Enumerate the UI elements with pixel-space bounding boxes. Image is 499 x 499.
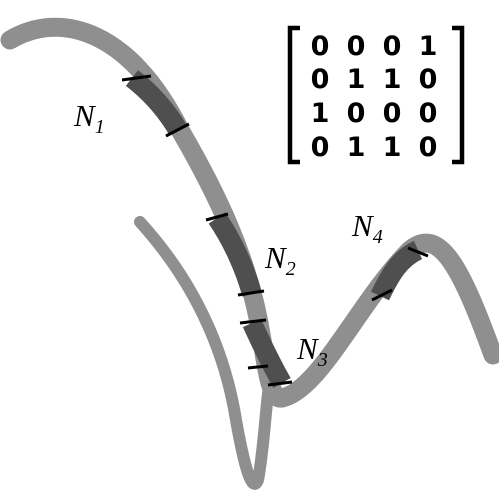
boundary-mark <box>237 289 265 297</box>
node-segment-4 <box>370 240 423 301</box>
curves <box>0 17 499 490</box>
matrix-left-bracket <box>287 25 300 165</box>
matrix-cell: 0 <box>383 31 402 62</box>
matrix-cell: 1 <box>419 31 438 62</box>
node-segment-1 <box>125 70 187 136</box>
matrix-right-bracket <box>452 25 465 165</box>
segment-boundaries <box>121 74 429 387</box>
node-segment-2 <box>208 212 262 297</box>
matrix-cell: 1 <box>347 64 366 95</box>
matrix-cell: 0 <box>347 31 366 62</box>
curve-b <box>134 216 276 490</box>
node-labels: N1 N2 N3 N4 <box>73 98 383 371</box>
boundary-mark <box>267 380 293 387</box>
node-label-4: N4 <box>351 208 383 248</box>
boundary-mark <box>247 364 269 370</box>
matrix-cell: 0 <box>419 98 438 129</box>
matrix-cell: 0 <box>311 64 330 95</box>
boundary-mark <box>165 122 190 138</box>
matrix-cell: 0 <box>419 132 438 163</box>
node-label-1: N1 <box>73 98 105 138</box>
boundary-mark <box>239 318 267 325</box>
boundary-mark <box>371 288 393 302</box>
node-segment-3 <box>242 318 291 388</box>
boundary-mark <box>121 74 152 82</box>
boundary-mark <box>407 246 429 258</box>
node-label-2: N2 <box>264 240 296 280</box>
matrix-cell: 0 <box>419 64 438 95</box>
matrix-cell: 0 <box>311 31 330 62</box>
matrix-cell: 1 <box>347 132 366 163</box>
matrix-cell: 1 <box>383 64 402 95</box>
matrix-cell: 0 <box>383 98 402 129</box>
node-segments <box>125 70 423 388</box>
matrix-cell: 0 <box>311 132 330 163</box>
boundary-mark <box>205 212 229 222</box>
node-label-3: N3 <box>296 331 328 371</box>
matrix-cell: 1 <box>311 98 330 129</box>
matrix-cell: 1 <box>383 132 402 163</box>
matrix-cell: 0 <box>347 98 366 129</box>
adjacency-matrix: 0 0 0 1 0 1 1 0 1 0 0 0 0 1 1 0 <box>287 25 465 165</box>
